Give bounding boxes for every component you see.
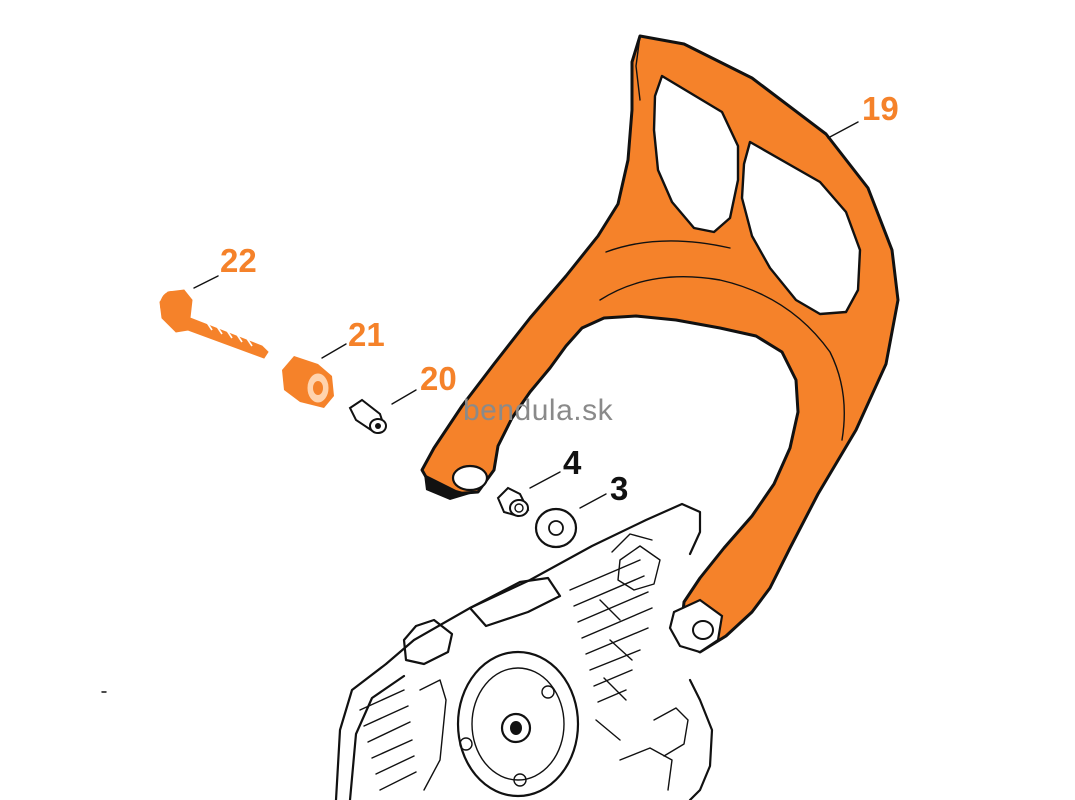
hand-guard-part-19[interactable] xyxy=(420,34,900,654)
bush-part-20[interactable] xyxy=(348,398,387,434)
callout-20: 20 xyxy=(420,360,457,397)
leader-20 xyxy=(391,389,417,405)
leader-lines xyxy=(193,121,859,509)
leader-19 xyxy=(827,121,859,139)
screw-part-22[interactable] xyxy=(159,289,269,359)
washer-part-3[interactable] xyxy=(534,507,578,549)
sleeve-part-4[interactable] xyxy=(496,486,530,518)
leader-22 xyxy=(193,275,219,289)
callout-4: 4 xyxy=(563,444,582,481)
callout-22: 22 xyxy=(220,242,257,279)
callout-3: 3 xyxy=(610,470,629,507)
callout-19: 19 xyxy=(862,90,899,127)
leader-3 xyxy=(579,493,607,509)
watermark-text: bendula.sk xyxy=(463,394,614,427)
sleeve-part-21[interactable] xyxy=(282,356,334,408)
callout-21: 21 xyxy=(348,316,385,353)
leader-21 xyxy=(321,343,347,359)
leader-4 xyxy=(529,471,561,489)
engine-housing xyxy=(101,502,714,800)
